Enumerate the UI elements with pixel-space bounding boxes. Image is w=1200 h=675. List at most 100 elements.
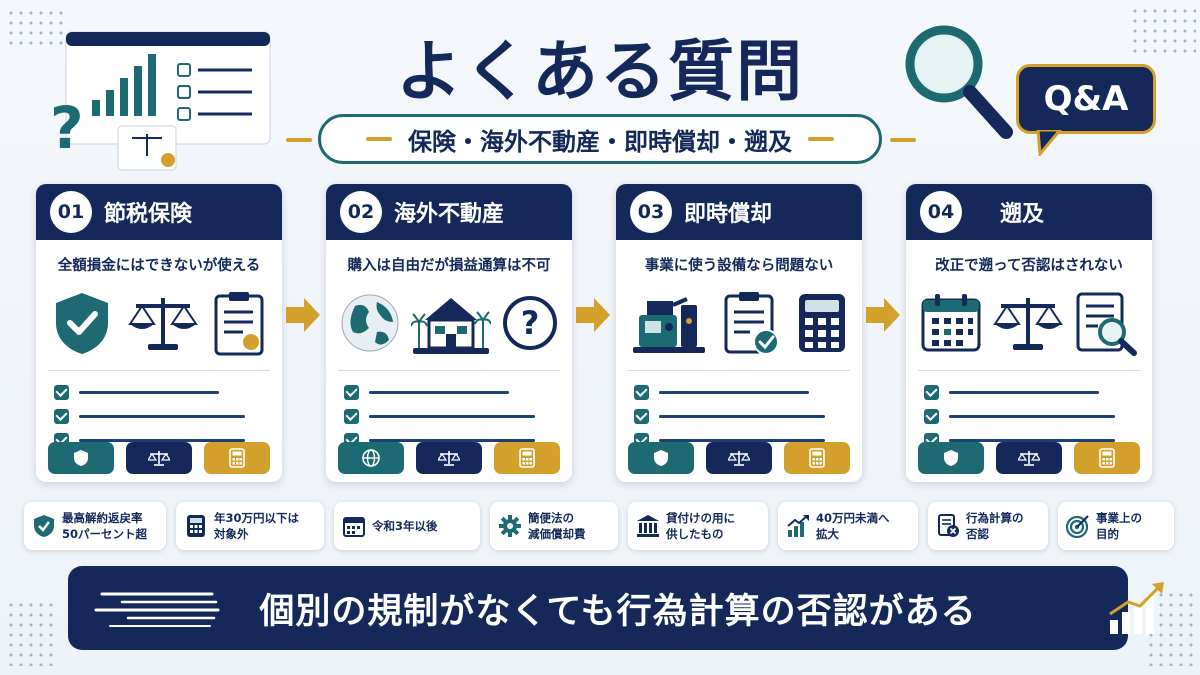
calculator-button[interactable] — [1074, 442, 1140, 474]
faq-card-2: 02 海外不動産 購入は自由だが損益通算は不可 ? — [326, 184, 572, 482]
growth-chart-icon — [787, 515, 809, 537]
checklist-document-icon — [724, 292, 779, 355]
subtitle-pill: 保険・海外不動産・即時償却・遡及 — [318, 114, 882, 164]
checklist-row — [54, 404, 264, 428]
document-cancel-icon — [938, 514, 959, 537]
scales-button[interactable] — [416, 442, 482, 474]
card-header: 04 遡及 — [906, 184, 1152, 240]
decorative-dots-top-right — [1130, 6, 1196, 56]
checkbox-checked-icon — [924, 408, 939, 424]
card-divider — [338, 370, 560, 371]
shield-check-icon — [56, 293, 109, 354]
banner-text: 個別の規制がなくても行為計算の否認がある — [259, 591, 977, 632]
card-description: 事業に使う設備なら問題ない — [644, 258, 834, 274]
checkbox-checked-icon — [54, 384, 69, 400]
calculator-button[interactable] — [784, 442, 850, 474]
card-header: 01 節税保険 — [36, 184, 282, 240]
shield-button[interactable] — [48, 442, 114, 474]
globe-icon — [362, 449, 380, 467]
scales-button[interactable] — [126, 442, 192, 474]
scales-icon — [1018, 451, 1040, 466]
card-divider — [628, 370, 850, 371]
card-button-row — [918, 442, 1140, 474]
scales-icon — [728, 451, 750, 466]
calculator-button[interactable] — [204, 442, 270, 474]
card-checklist — [344, 380, 554, 452]
tag-text: 事業上の目的 — [1096, 511, 1142, 541]
checklist-line — [369, 414, 535, 418]
scales-button[interactable] — [996, 442, 1062, 474]
checkbox-checked-icon — [344, 384, 359, 400]
certificate-document-icon — [214, 292, 264, 356]
gear-icon — [499, 515, 521, 537]
card-header: 02 海外不動産 — [326, 184, 572, 240]
shield-button[interactable] — [918, 442, 984, 474]
card-title: 遡及 — [1000, 202, 1045, 227]
tag-card: 簡便法の減価償却費 — [490, 502, 618, 550]
calculator-icon — [1099, 448, 1115, 468]
checklist-line — [949, 390, 1099, 394]
card-title: 即時償却 — [684, 202, 773, 227]
card-icon-row — [36, 284, 282, 362]
machine-equipment-icon — [633, 297, 706, 353]
checklist-line — [659, 390, 809, 394]
dashboard-illustration-icon: ? — [50, 31, 271, 171]
checklist-line — [949, 414, 1115, 418]
checklist-row — [344, 404, 554, 428]
tag-text: 令和3年以後 — [372, 519, 438, 533]
tag-card: 令和3年以後 — [334, 502, 480, 550]
checklist-row — [924, 404, 1134, 428]
house-with-palms-icon — [411, 298, 491, 354]
bank-building-icon — [637, 515, 659, 537]
scales-icon — [148, 451, 170, 466]
conclusion-banner: 個別の規制がなくても行為計算の否認がある — [68, 566, 1164, 650]
card-header: 03 即時償却 — [616, 184, 862, 240]
shield-button[interactable] — [628, 442, 694, 474]
subtitle-dash-right — [890, 138, 916, 142]
faq-card-3: 03 即時償却 事業に使う設備なら問題ない — [616, 184, 862, 482]
scales-button[interactable] — [706, 442, 772, 474]
card-description: 全額損金にはできないが使える — [57, 258, 261, 274]
calendar-icon — [921, 294, 981, 352]
magnifier-icon — [905, 25, 1013, 139]
tag-card: 貸付けの用に供したもの — [628, 502, 768, 550]
tag-card: 年30万円以下は対象外 — [176, 502, 324, 550]
svg-text:?: ? — [521, 304, 540, 342]
calculator-button[interactable] — [494, 442, 560, 474]
arrow-right-icon — [576, 298, 610, 332]
card-description: 改正で遡って否認はされない — [935, 258, 1123, 274]
checklist-line — [79, 438, 245, 442]
faq-card-1: 01 節税保険 全額損金にはできないが使える — [36, 184, 282, 482]
checklist-row — [924, 380, 1134, 404]
checkbox-checked-icon — [634, 408, 649, 424]
checkbox-checked-icon — [634, 384, 649, 400]
tag-text: 年30万円以下は対象外 — [214, 511, 300, 541]
card-divider — [918, 370, 1140, 371]
checklist-line — [949, 438, 1115, 442]
svg-text:?: ? — [50, 94, 84, 162]
checklist-line — [659, 438, 825, 442]
card-title: 節税保険 — [104, 202, 193, 227]
card-divider — [48, 370, 270, 371]
rising-bar-chart-icon — [1109, 582, 1164, 634]
checklist-line — [79, 390, 219, 394]
calculator-icon — [229, 448, 245, 468]
card-button-row — [628, 442, 850, 474]
tag-text: 簡便法の減価償却費 — [528, 511, 586, 541]
card-button-row — [338, 442, 560, 474]
calculator-icon — [798, 294, 845, 352]
checkbox-checked-icon — [924, 384, 939, 400]
checklist-row — [54, 380, 264, 404]
arrow-right-icon — [866, 298, 900, 332]
card-title: 海外不動産 — [394, 202, 505, 227]
subtitle-text: 保険・海外不動産・即時償却・遡及 — [408, 127, 792, 156]
checklist-row — [634, 380, 844, 404]
globe-button[interactable] — [338, 442, 404, 474]
speed-lines-icon — [94, 592, 220, 627]
checklist-row — [344, 380, 554, 404]
decorative-dots-bottom-right — [1146, 590, 1196, 666]
decorative-dots-bottom-left — [6, 600, 56, 666]
calculator-icon — [519, 448, 535, 468]
scales-icon — [128, 298, 198, 350]
